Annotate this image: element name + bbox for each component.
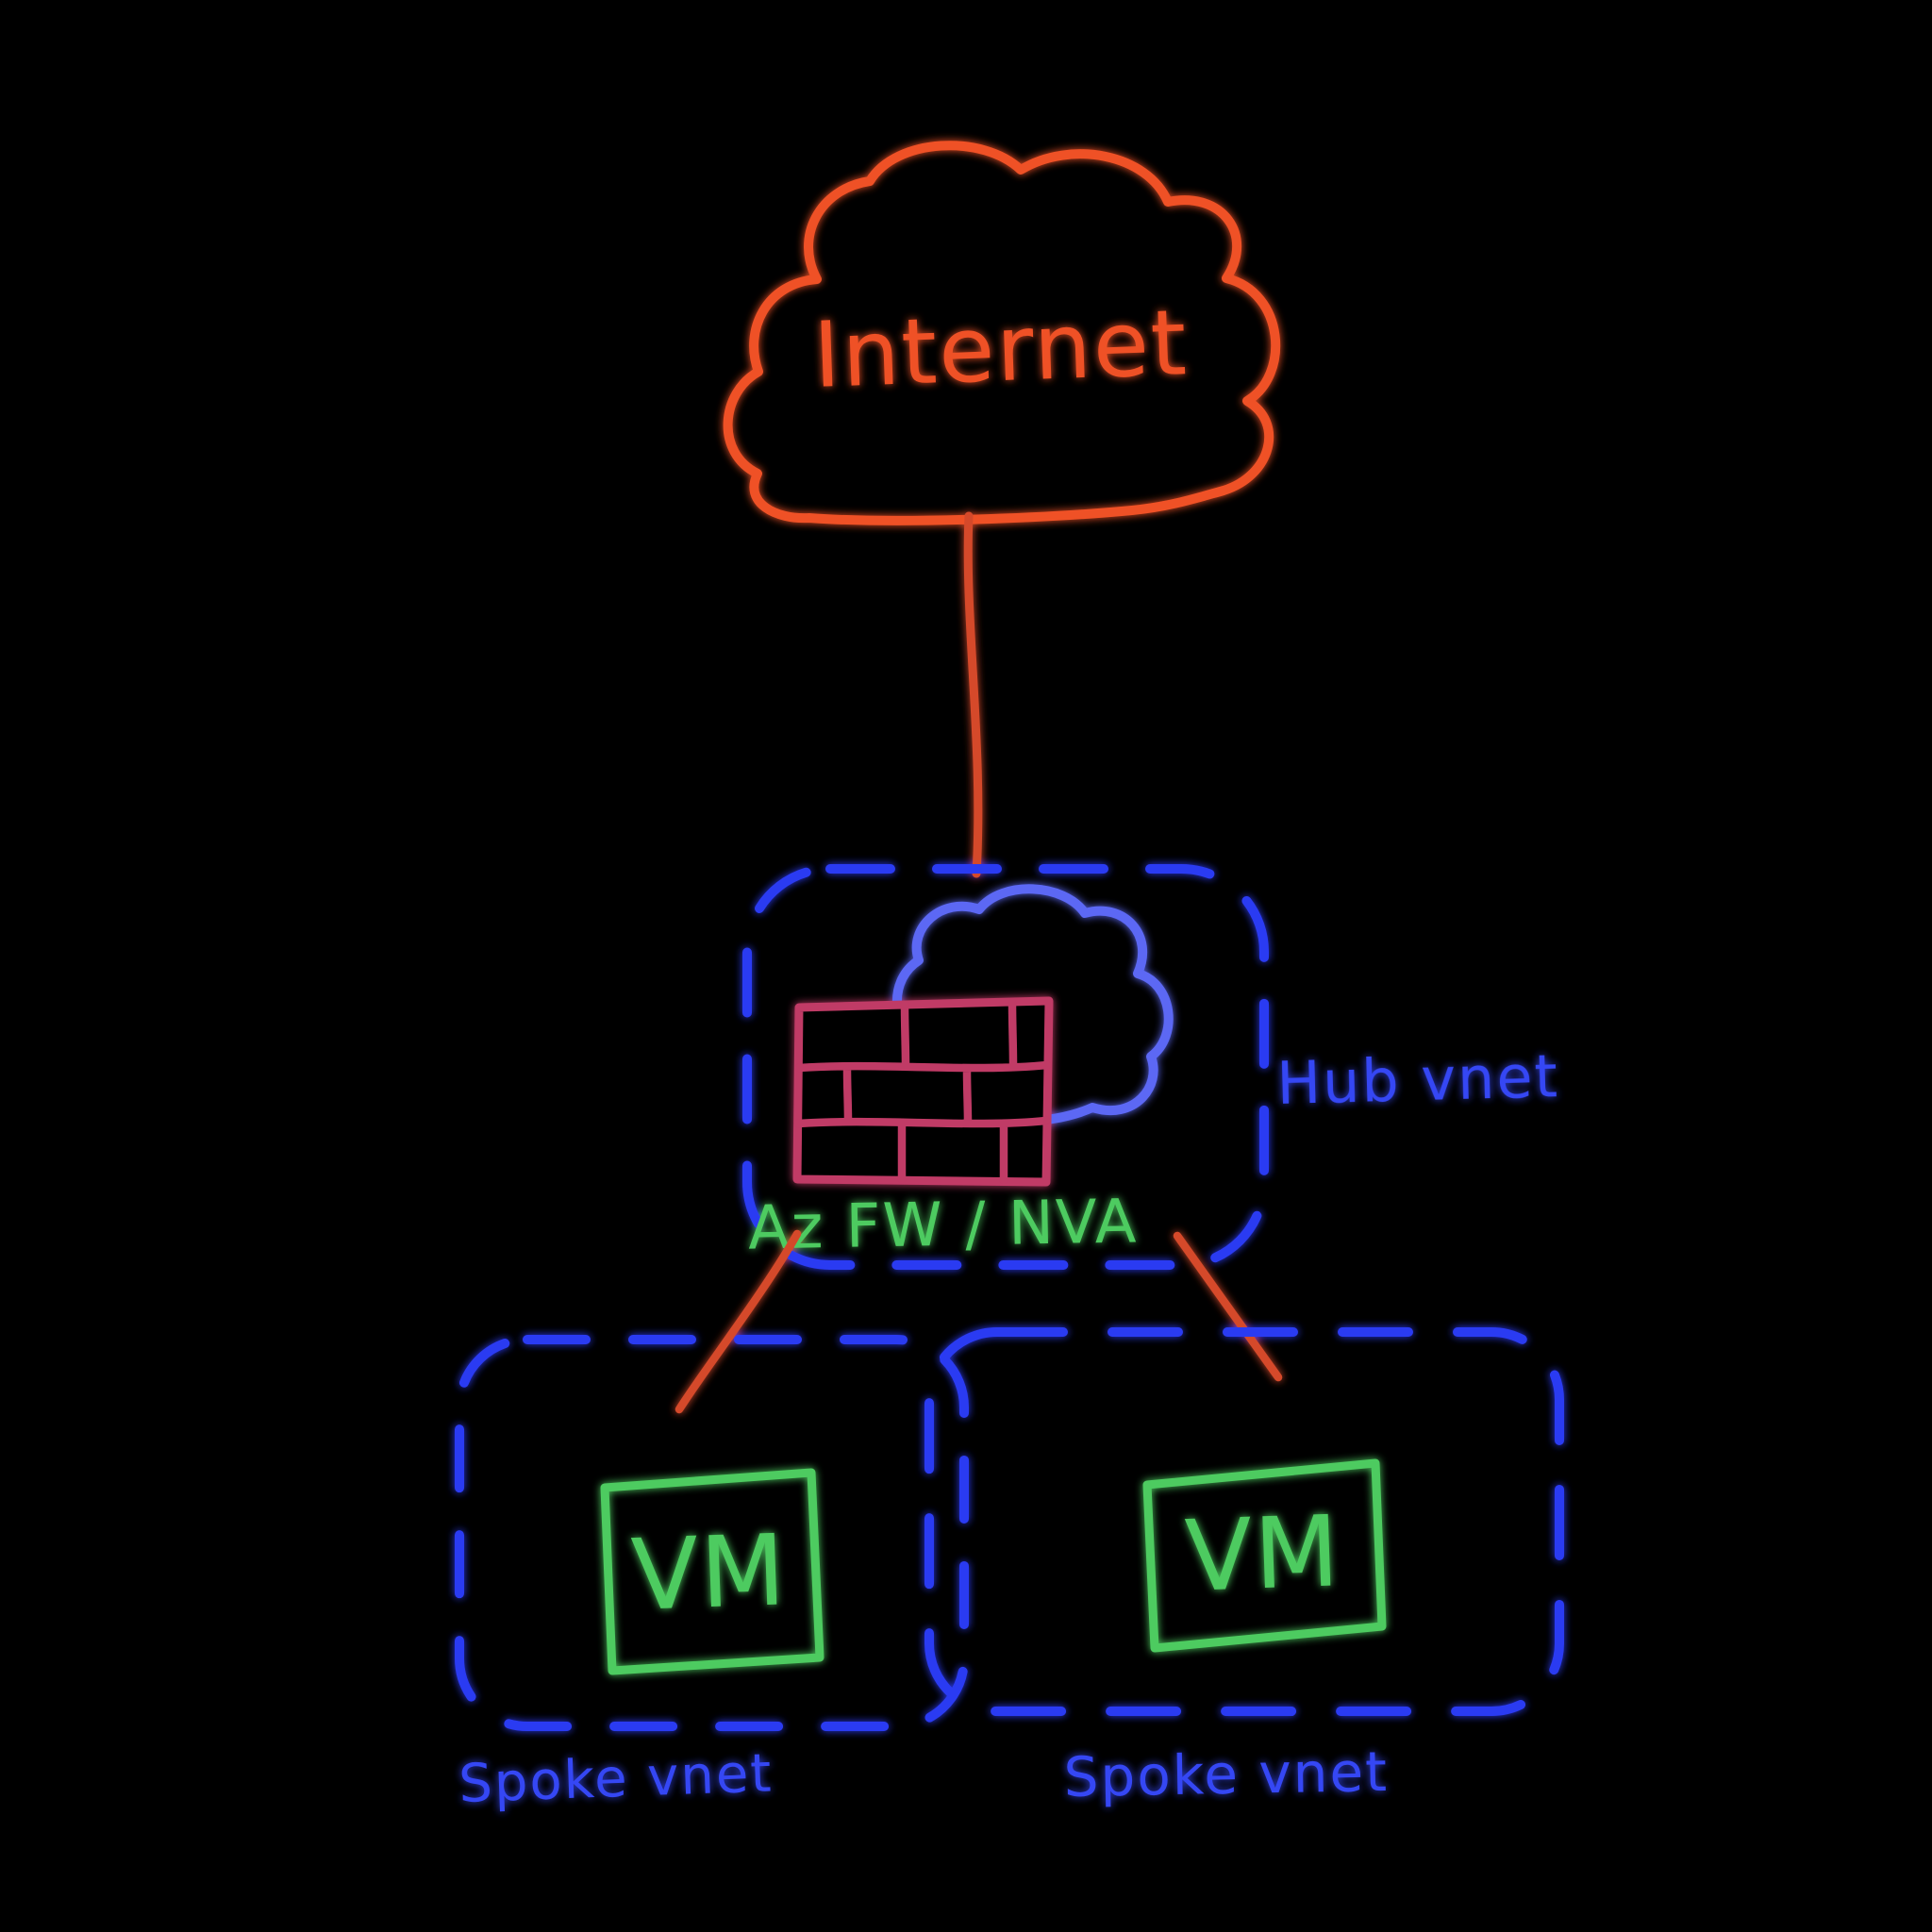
internet-label: Internet	[811, 290, 1190, 408]
spoke-vnet-left-label: Spoke vnet	[458, 1742, 774, 1815]
hub-to-left-spoke-line	[675, 1229, 802, 1414]
vm-label-left: VM	[629, 1512, 789, 1633]
hub-vnet-border	[742, 864, 1269, 1270]
spoke-vnet-right-border	[924, 1327, 1564, 1716]
firewall-label: Az FW / NVA	[747, 1187, 1139, 1263]
firewall-brick-icon	[792, 996, 1054, 1187]
internet-to-hub-line	[963, 511, 983, 878]
vm-label-right: VM	[1183, 1493, 1342, 1614]
vm-box-icon-right	[1142, 1458, 1387, 1653]
vm-box-icon-left	[600, 1468, 824, 1675]
spoke-vnet-left-border	[455, 1335, 969, 1731]
internet-cloud-icon	[723, 141, 1281, 525]
hub-to-right-spoke-line	[1173, 1231, 1283, 1382]
hub-vnet-label: Hub vnet	[1275, 1041, 1559, 1118]
firewall-brick-lines	[793, 998, 1052, 1185]
spoke-vnet-right-label: Spoke vnet	[1063, 1740, 1389, 1809]
